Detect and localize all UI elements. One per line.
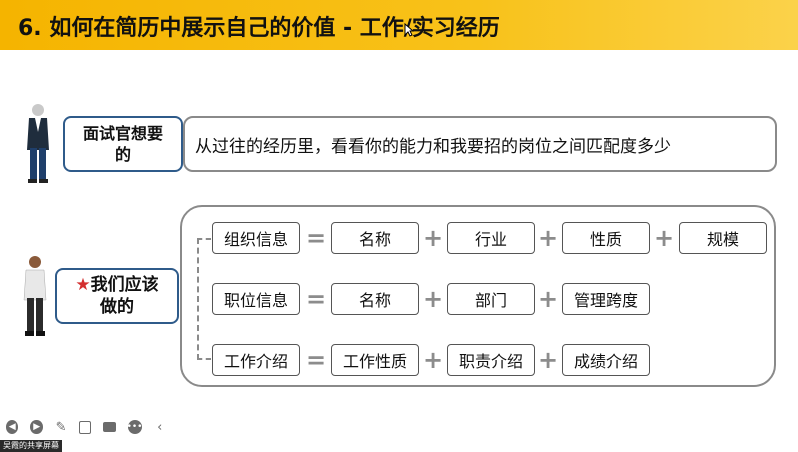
plus-icon: +: [538, 346, 559, 374]
equals-icon: =: [306, 224, 327, 252]
row1-item-name: 名称: [331, 222, 419, 254]
dashed-bracket: [197, 238, 211, 360]
row3-item-duties: 职责介绍: [447, 344, 535, 376]
interviewer-wants-answer: 从过往的经历里，看看你的能力和我要招的岗位之间匹配度多少: [183, 116, 777, 172]
row-label-work-intro: 工作介绍: [212, 344, 300, 376]
camera-icon[interactable]: [103, 422, 116, 432]
student-icon: [23, 256, 47, 336]
equals-icon: =: [306, 285, 327, 313]
back-icon[interactable]: ◀: [6, 420, 19, 434]
we-label-line2: 做的: [100, 297, 134, 317]
row2-item-name: 名称: [331, 283, 419, 315]
interviewer-label-line1: 面试官想要: [82, 124, 163, 143]
equals-icon: =: [306, 346, 327, 374]
we-should-do-label: ★我们应该 做的: [55, 268, 179, 324]
interviewer-label-line2: 的: [114, 145, 131, 164]
businessman-icon: [27, 104, 49, 183]
plus-icon: +: [423, 285, 444, 313]
row3-item-work-nature: 工作性质: [331, 344, 419, 376]
screenshot-icon[interactable]: [79, 420, 92, 434]
row3-item-achievements: 成绩介绍: [562, 344, 650, 376]
presentation-toolbar: ◀ ▶ ✎ ••• ‹: [0, 414, 166, 440]
row1-item-scale: 规模: [679, 222, 767, 254]
screen-share-label: 吴霞的共享屏幕: [0, 440, 62, 452]
plus-icon: +: [423, 346, 444, 374]
pen-icon[interactable]: ✎: [55, 419, 67, 435]
row-label-org-info: 组织信息: [212, 222, 300, 254]
we-label-line1: 我们应该: [90, 275, 159, 295]
plus-icon: +: [654, 224, 675, 252]
row1-item-nature: 性质: [562, 222, 650, 254]
interviewer-wants-label: 面试官想要 的: [63, 116, 183, 172]
row2-item-management-span: 管理跨度: [562, 283, 650, 315]
slide-title: 6. 如何在简历中展示自己的价值 - 工作/实习经历: [18, 16, 500, 41]
collapse-icon[interactable]: ‹: [157, 419, 163, 435]
plus-icon: +: [423, 224, 444, 252]
star-icon: ★: [75, 275, 91, 295]
more-icon[interactable]: •••: [126, 420, 143, 434]
plus-icon: +: [538, 285, 559, 313]
play-icon[interactable]: ▶: [30, 420, 43, 434]
row1-item-industry: 行业: [447, 222, 535, 254]
row-label-position-info: 职位信息: [212, 283, 300, 315]
row2-item-department: 部门: [447, 283, 535, 315]
slide-header: 6. 如何在简历中展示自己的价值 - 工作/实习经历: [0, 0, 798, 50]
plus-icon: +: [538, 224, 559, 252]
mouse-cursor-icon: [404, 23, 414, 37]
